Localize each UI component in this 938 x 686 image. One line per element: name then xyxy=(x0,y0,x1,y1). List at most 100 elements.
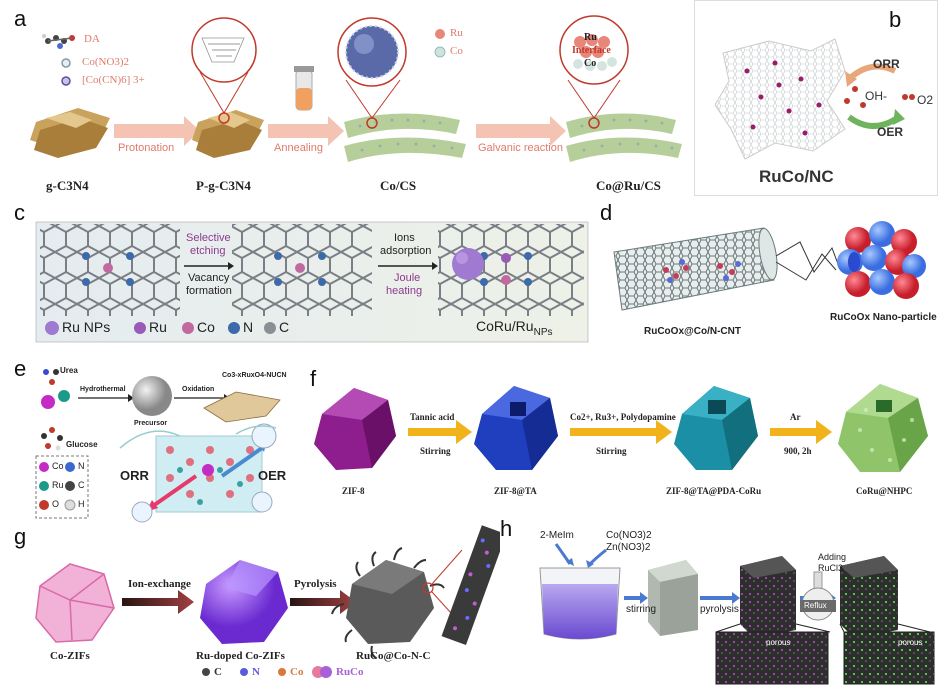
step-annealing: Annealing xyxy=(274,142,323,154)
green-cube-icon xyxy=(840,556,898,638)
inset-porous-right: porous xyxy=(898,638,923,647)
zif8-ta-polyhedron-icon xyxy=(474,386,558,470)
caption-nanoparticle: RuCoOx Nano-particle xyxy=(830,312,937,323)
p-g-c3n4-sheet-icon xyxy=(192,71,264,158)
material-zif8-ta-pda-coru: ZIF-8@TA@PDA-CoRu xyxy=(666,486,762,496)
co-ion-icon xyxy=(41,395,55,409)
legend-co-text: Co xyxy=(197,319,215,335)
legend-co2-dot xyxy=(320,666,332,678)
crystal-box-icon xyxy=(155,435,263,513)
step-pyrolysis-h: pyrolysis xyxy=(700,604,739,615)
panel-d-art xyxy=(613,221,926,311)
panel-g: g xyxy=(0,522,500,686)
material-zif8: ZIF-8 xyxy=(342,486,365,496)
caption-cnt: RuCoOx@Co/N-CNT xyxy=(644,326,741,337)
arrow-h2 xyxy=(700,592,740,604)
legend-co-dot xyxy=(278,668,286,676)
legend-c-text: C xyxy=(279,319,290,335)
urea-label: Urea xyxy=(60,366,78,375)
oh-label: OH- xyxy=(865,89,887,103)
legend-da: DA xyxy=(84,33,100,45)
material-co-zifs: Co-ZIFs xyxy=(50,650,90,662)
dopamine-molecule-icon xyxy=(42,34,75,49)
beaker-icon xyxy=(539,567,621,640)
co-nitrate-dot-icon xyxy=(61,58,71,68)
vial-icon xyxy=(294,66,314,111)
rucl3-label: RuCl3 xyxy=(818,563,844,573)
arrow-g1 xyxy=(122,590,194,614)
el-o: O xyxy=(52,499,60,509)
panel-b: b ORR OH- O2 OER RuCo/NC xyxy=(694,0,938,196)
inset-ru-label: Ru xyxy=(584,32,597,43)
orr-arrow-e xyxy=(148,474,198,510)
panel-g-label: g xyxy=(14,524,27,549)
legend-c-dot xyxy=(202,668,210,676)
el-co: Co xyxy=(52,461,64,471)
panel-g-art xyxy=(35,525,500,678)
step-ion-exchange: Ion-exchange xyxy=(128,578,191,590)
step-f2-top: Co2+, Ru3+, Polydopamine xyxy=(570,412,676,422)
nucn-network-icon xyxy=(203,391,281,423)
el-c: C xyxy=(78,480,85,490)
inset-porous-left: porous xyxy=(766,638,791,647)
reflux-label: Reflux xyxy=(804,601,827,610)
urea-molecule-icon xyxy=(43,369,59,385)
co-cs-sheets-icon xyxy=(344,79,466,162)
panel-h: h xyxy=(500,512,938,686)
panel-a: a xyxy=(0,0,690,200)
material-co-cs: Co/CS xyxy=(380,178,417,193)
step2-ions: Ions xyxy=(394,232,415,244)
glucose-molecule-icon xyxy=(41,427,63,451)
g-c3n4-sheet-icon xyxy=(30,108,110,158)
panel-b-art xyxy=(714,38,915,160)
step1-etching: etching xyxy=(190,245,226,257)
material-co-ru-cs: Co@Ru/CS xyxy=(596,178,661,193)
co-zif-polyhedron-icon xyxy=(35,563,115,643)
arrow-f2 xyxy=(570,420,672,444)
legend-n-dot xyxy=(240,668,248,676)
dark-cube-icon xyxy=(740,556,796,638)
panel-e-art xyxy=(35,369,281,523)
zif8-ta-pda-coru-polyhedron-icon xyxy=(674,386,758,470)
inset-right xyxy=(843,631,935,685)
panel-d: d xyxy=(600,200,938,346)
material-g-c3n4: g-C3N4 xyxy=(46,178,89,193)
ru-np-cluster-icon xyxy=(452,248,484,280)
panel-d-label: d xyxy=(600,200,613,225)
step1-vacancy: Vacancy xyxy=(188,272,230,284)
co-cyanide-dot-icon xyxy=(61,76,71,86)
inset-interface-label: Interface xyxy=(572,45,611,56)
protonation-arrow xyxy=(114,116,200,146)
legend-co-icon xyxy=(182,322,194,334)
legend-ruco-label: RuCo xyxy=(336,666,364,678)
legend-ru: Ru xyxy=(450,27,463,39)
graphene-strip-icon xyxy=(441,525,500,646)
orr-arrow xyxy=(846,63,897,82)
legend-ru-icon xyxy=(134,322,146,334)
product-main: CoRu/Ru xyxy=(476,318,534,334)
orr-label-e: ORR xyxy=(120,468,149,483)
step-f1-top: Tannic acid xyxy=(410,412,455,422)
product-sub: NPs xyxy=(533,326,553,338)
el-h: H xyxy=(78,499,85,509)
panel-h-art xyxy=(539,543,935,685)
legend-co: Co xyxy=(450,45,463,57)
step2-joule: Joule xyxy=(394,272,421,284)
zif8-polyhedron-icon xyxy=(314,388,396,470)
co-ru-cs-sheets-icon xyxy=(566,79,682,162)
nanoparticle-cluster-icon xyxy=(837,221,926,299)
reagent-2-meim: 2-MeIm xyxy=(540,530,574,541)
panel-h-label: h xyxy=(500,516,513,541)
step-f2-bottom: Stirring xyxy=(596,446,627,456)
panel-c: c xyxy=(0,200,592,344)
panel-e: e xyxy=(0,352,298,524)
nucn-label: Co3-xRuxO4-NUCN xyxy=(222,372,287,379)
legend-n-icon xyxy=(228,322,240,334)
step-galvanic: Galvanic reaction xyxy=(478,142,563,154)
co-dot-icon xyxy=(434,46,446,58)
precursor-label: Precursor xyxy=(134,420,168,427)
arrow-g2 xyxy=(290,590,356,614)
oer-label: OER xyxy=(877,125,904,139)
inset-co-label: Co xyxy=(584,58,597,69)
panel-a-art xyxy=(30,15,682,162)
